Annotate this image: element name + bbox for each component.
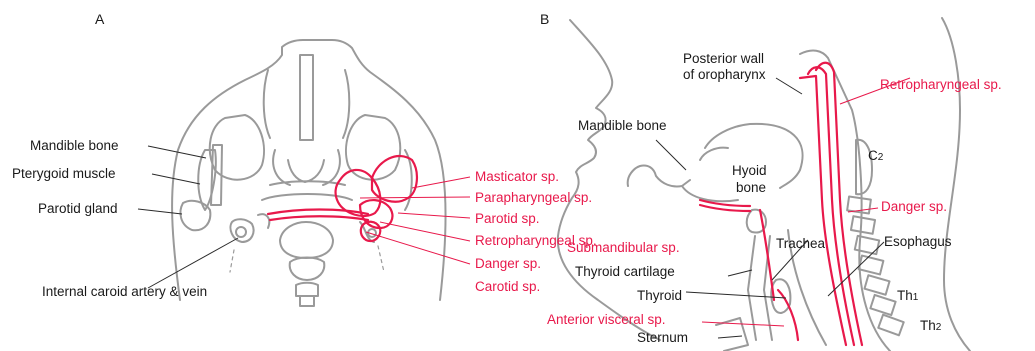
panel-label-b: B [540, 11, 549, 27]
label-hyoid-line1: Hyoid [732, 163, 767, 179]
label-anterior-visceral-sp: Anterior visceral sp. [547, 312, 666, 328]
label-thyroid-cartilage: Thyroid cartilage [575, 264, 675, 280]
label-posterior-wall-line1: Posterior wall [683, 51, 764, 67]
label-submandibular-sp: Submandibular sp. [567, 240, 680, 256]
label-parotid-gland: Parotid gland [38, 201, 118, 217]
label-internal-carotid: Internal caroid artery & vein [42, 284, 207, 300]
panel-label-a: A [95, 11, 104, 27]
label-carotid-sp: Carotid sp. [475, 279, 540, 295]
label-pterygoid-muscle: Pterygoid muscle [12, 166, 116, 182]
label-masticator-sp: Masticator sp. [475, 169, 559, 185]
label-th2: Th2 [920, 318, 941, 336]
label-hyoid-line2: bone [736, 180, 766, 196]
label-parapharyngeal-sp: Parapharyngeal sp. [475, 190, 592, 206]
label-sternum: Sternum [637, 330, 688, 346]
label-danger-sp-b: Danger sp. [881, 199, 947, 215]
label-esophagus: Esophagus [884, 234, 952, 250]
label-thyroid: Thyroid [637, 288, 682, 304]
label-trachea: Trachea [776, 236, 825, 252]
label-retropharyngeal-sp-b: Retropharyngeal sp. [880, 77, 1002, 93]
label-mandible-bone-b: Mandible bone [578, 118, 667, 134]
label-danger-sp-a: Danger sp. [475, 256, 541, 272]
label-parotid-sp: Parotid sp. [475, 211, 540, 227]
label-mandible-bone-a: Mandible bone [30, 138, 119, 154]
label-c2: C2 [868, 148, 883, 166]
axial-section-drawing [138, 40, 470, 306]
label-posterior-wall-line2: of oropharynx [683, 67, 766, 83]
label-th1: Th1 [897, 288, 918, 306]
